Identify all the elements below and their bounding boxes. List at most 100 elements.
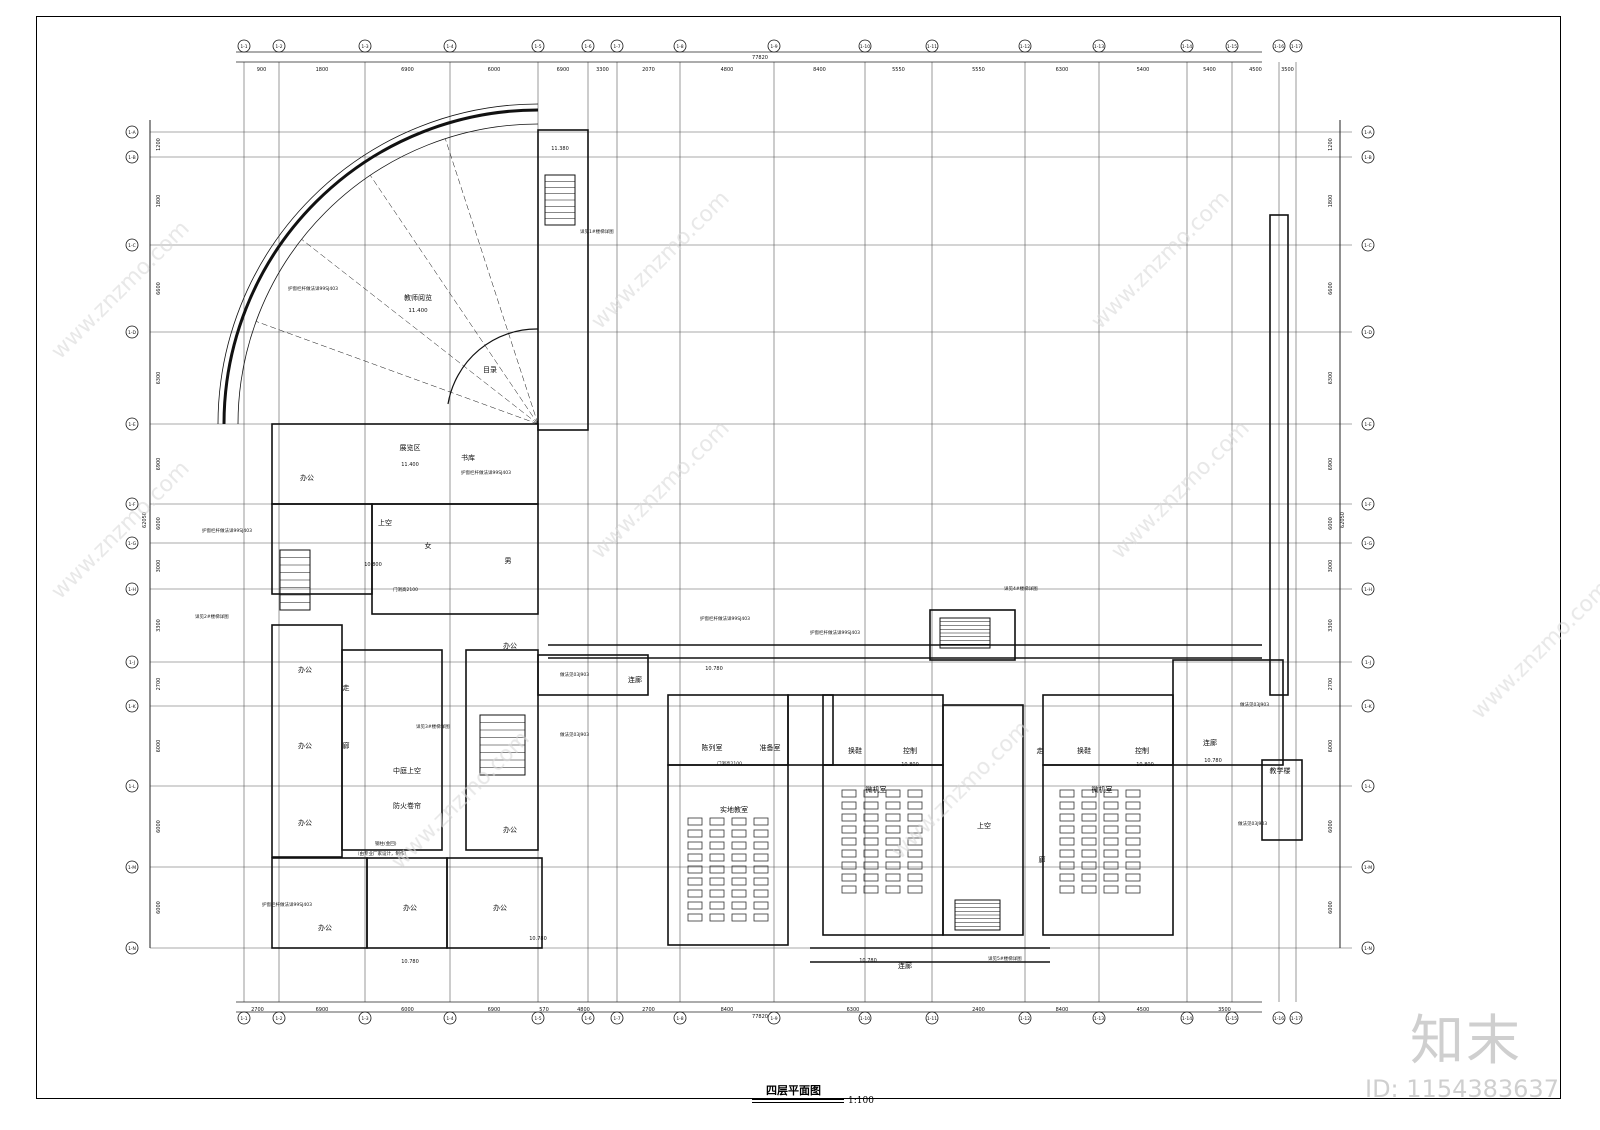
- desk: [709, 853, 725, 862]
- annotation-note: 钢柱(金回): [375, 840, 397, 847]
- radial-axis: [370, 175, 539, 425]
- room-label: 办公: [493, 903, 507, 912]
- annotation-note: 详见2#楼梯详图: [195, 613, 229, 620]
- axis-bubble: [858, 1011, 872, 1025]
- axis-bubble: [1361, 497, 1375, 511]
- room-label: 办公: [298, 665, 312, 674]
- watermark-text: www.znzmo.com: [1107, 416, 1255, 564]
- axis-bubble: [925, 1011, 939, 1025]
- watermark-text: www.znzmo.com: [587, 416, 735, 564]
- axis-bubble: [1361, 125, 1375, 139]
- title-underline-thin: [752, 1102, 844, 1103]
- wall-outline: [446, 857, 543, 949]
- desk: [1081, 861, 1097, 870]
- desk: [1103, 789, 1119, 798]
- desk: [753, 913, 769, 922]
- bottom-dimension: 6900: [488, 1007, 501, 1013]
- desk: [709, 865, 725, 874]
- elevation-mark: 11.400: [401, 462, 419, 468]
- classroom-desks: [687, 789, 1141, 922]
- axis-bubble: [858, 39, 872, 53]
- axis-bubble-label: 1-1: [240, 44, 247, 50]
- desk: [863, 873, 879, 882]
- desk: [1081, 849, 1097, 858]
- left-dimension: 6000: [156, 517, 162, 530]
- room-label: 廊: [343, 741, 350, 750]
- desk: [841, 837, 857, 846]
- annotation-note: 护窗栏杆做法详99SJ403: [288, 285, 338, 292]
- annotation-note: 详见5#楼梯详图: [988, 955, 1022, 962]
- axis-bubble: [1018, 1011, 1032, 1025]
- room-label: 上空: [977, 821, 991, 830]
- annotation-note: 做法见03J903: [560, 671, 589, 678]
- axis-bubble: [443, 39, 457, 53]
- wall-outline: [667, 694, 789, 766]
- axis-bubble: [1092, 1011, 1106, 1025]
- axis-bubble-label: 1-H: [1364, 587, 1372, 593]
- axis-bubble: [925, 39, 939, 53]
- right-dimension: 1200: [1328, 138, 1334, 151]
- axis-bubble-label: 1-2: [275, 1016, 282, 1022]
- desk: [731, 853, 747, 862]
- desk: [731, 829, 747, 838]
- right-dimension: 6000: [1328, 901, 1334, 914]
- top-dimension: 900: [257, 67, 267, 73]
- left-dimension: 6000: [156, 901, 162, 914]
- desk: [753, 865, 769, 874]
- top-dimension: 4500: [1249, 67, 1262, 73]
- desk: [863, 825, 879, 834]
- axis-bubble: [1092, 39, 1106, 53]
- desk: [1103, 837, 1119, 846]
- axis-bubble-label: 1-8: [676, 44, 683, 50]
- desk: [907, 849, 923, 858]
- axis-bubble-label: 1-C: [1364, 243, 1372, 249]
- desk: [1059, 789, 1075, 798]
- axis-bubble: [125, 699, 139, 713]
- desk: [841, 861, 857, 870]
- desk: [863, 789, 879, 798]
- room-label: 办公: [503, 825, 517, 834]
- desk: [1103, 873, 1119, 882]
- bottom-dimension: 2700: [251, 1007, 264, 1013]
- overall-dimension-bottom: 77820: [752, 1014, 768, 1020]
- room-label: 办公: [403, 903, 417, 912]
- top-dimension: 4800: [721, 67, 734, 73]
- desk: [1059, 849, 1075, 858]
- desk: [753, 841, 769, 850]
- room-label: 微机室: [1092, 785, 1113, 794]
- drawing-scale: 1:100: [848, 1096, 874, 1106]
- left-dimension: 6900: [156, 458, 162, 471]
- room-label: 连廊: [898, 961, 912, 970]
- desk: [687, 889, 703, 898]
- axis-bubble: [237, 39, 251, 53]
- desk: [687, 901, 703, 910]
- axis-bubble: [1361, 238, 1375, 252]
- desk: [1103, 861, 1119, 870]
- axis-bubble-label: 1-8: [676, 1016, 683, 1022]
- right-dimension: 6000: [1328, 517, 1334, 530]
- desk: [687, 913, 703, 922]
- room-label: 连廊: [628, 675, 642, 684]
- axis-bubble: [1225, 1011, 1239, 1025]
- bottom-dimension: 2400: [972, 1007, 985, 1013]
- axis-bubble: [1018, 39, 1032, 53]
- desk: [1125, 813, 1141, 822]
- axis-bubble: [358, 39, 372, 53]
- room-label: 换鞋: [848, 746, 862, 755]
- elevation-mark: 10.800: [901, 762, 919, 768]
- left-total-dimension: 62050: [142, 512, 148, 528]
- desk: [841, 825, 857, 834]
- top-dimension: 8400: [813, 67, 826, 73]
- desk: [841, 849, 857, 858]
- elevation-mark: 11.380: [551, 146, 569, 152]
- desk: [731, 817, 747, 826]
- axis-bubble: [581, 39, 595, 53]
- desk: [885, 801, 901, 810]
- axis-bubble: [1361, 779, 1375, 793]
- axis-bubble: [767, 1011, 781, 1025]
- desk: [885, 885, 901, 894]
- desk: [753, 817, 769, 826]
- watermark-text: www.znzmo.com: [47, 456, 195, 604]
- axis-bubble: [1180, 1011, 1194, 1025]
- axis-bubble-label: 1-A: [128, 130, 136, 136]
